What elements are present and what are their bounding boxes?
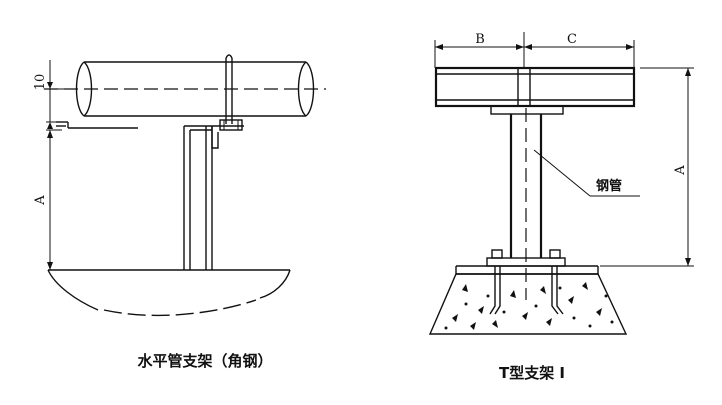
top-plate	[490, 105, 564, 115]
dim-label-a-right: A	[673, 165, 688, 176]
caption-left: 水平管支架（角钢）	[137, 352, 272, 370]
dim-label-c: C	[567, 32, 577, 47]
dimension-a-left: A	[33, 129, 62, 270]
clamp-nut	[219, 119, 243, 131]
caption-right: T型支架 I	[499, 364, 565, 382]
horizontal-pipe	[44, 61, 326, 117]
angle-steel-bracket	[183, 125, 244, 270]
dimension-10: 10	[33, 60, 70, 129]
foundation-outline	[47, 269, 291, 317]
concrete-foundation	[428, 265, 628, 335]
dimension-a-right: A	[600, 67, 694, 267]
dim-label-b: B	[475, 32, 485, 47]
right-figure: B C 钢管	[428, 32, 694, 382]
u-bolt-clamp	[219, 54, 243, 131]
dim-label-10: 10	[33, 74, 48, 91]
anchor-bolts	[489, 266, 564, 315]
anchor-nut-right	[549, 249, 561, 259]
dimension-b-c: B C	[434, 32, 635, 68]
dim-label-a-left: A	[33, 195, 48, 206]
t-support-crossbar	[434, 66, 636, 108]
pipe-leader: 钢管	[533, 149, 640, 197]
pipe-support-ledge	[56, 121, 138, 129]
anchor-nut-left	[491, 249, 503, 259]
pipe-label: 钢管	[596, 178, 622, 194]
concrete-aggregate-marks	[444, 282, 614, 330]
left-figure: 10 A 水平管支架（角钢）	[33, 54, 326, 370]
steel-pipe-column	[509, 108, 543, 300]
